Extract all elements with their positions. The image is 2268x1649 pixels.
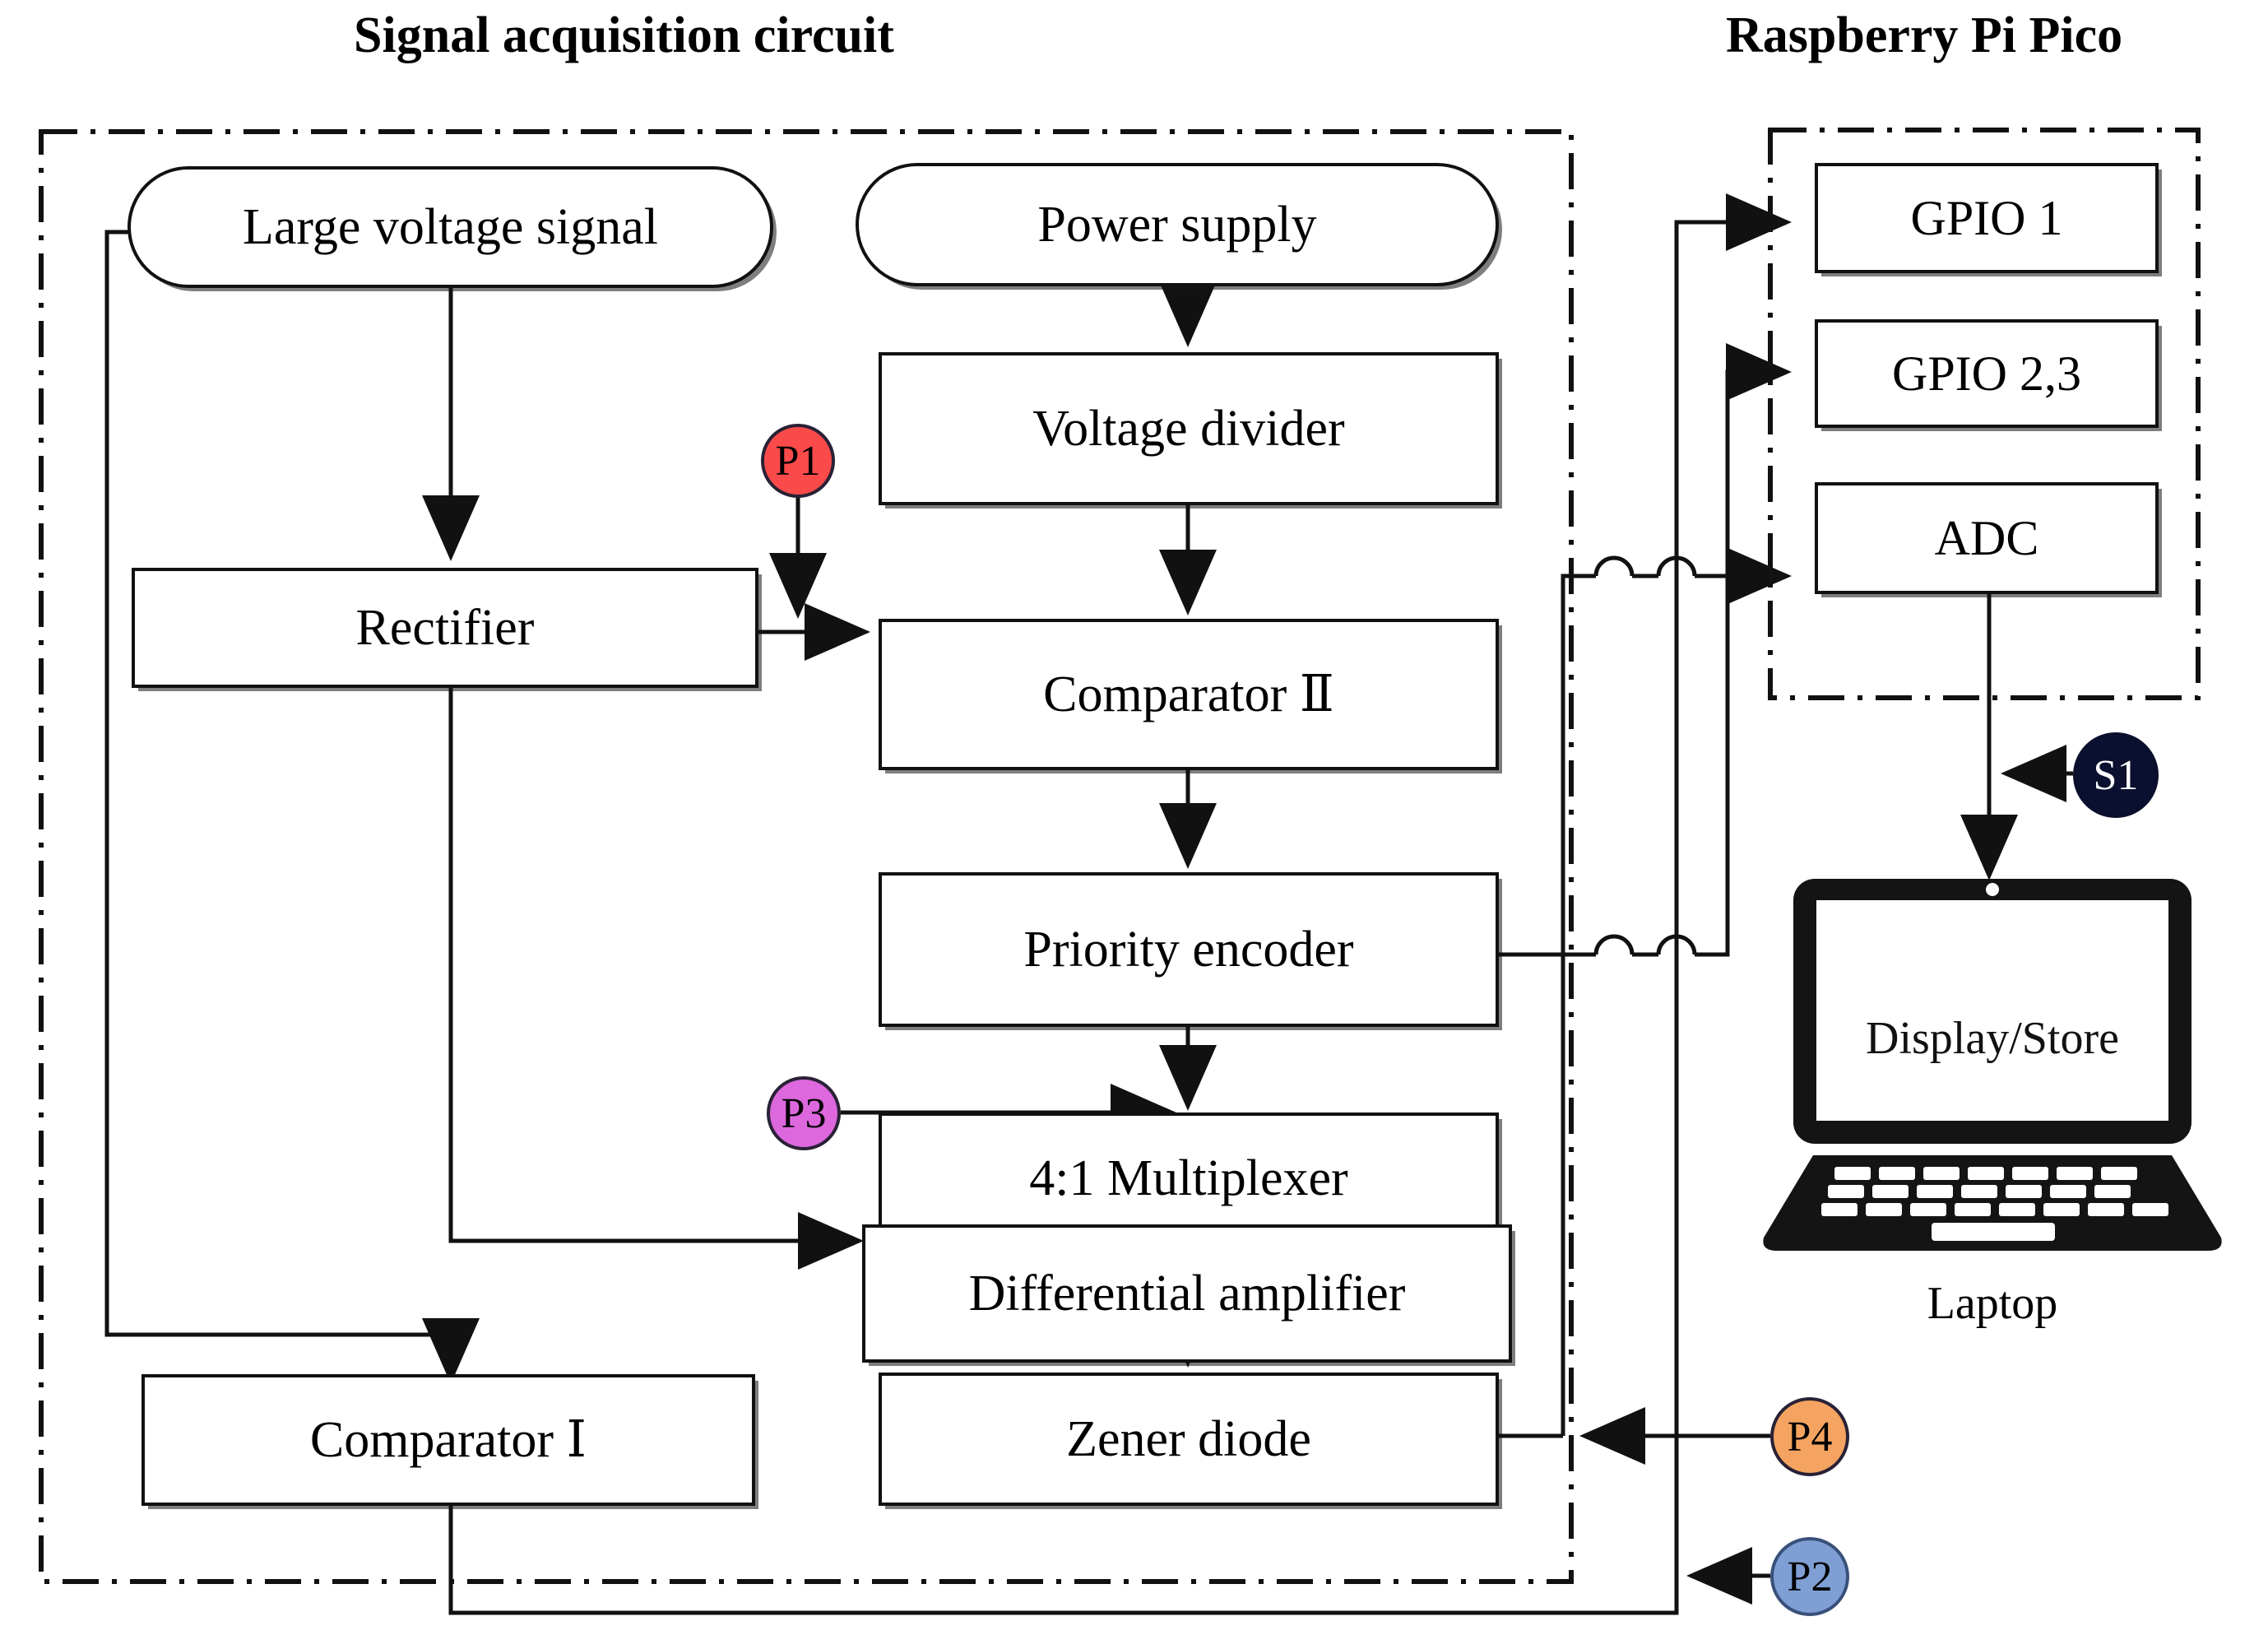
block-adc[interactable]: ADC	[1815, 482, 2159, 594]
block-voltage-divider[interactable]: Voltage divider	[879, 352, 1499, 505]
block-label: Priority encoder	[1023, 922, 1354, 978]
block-gpio-1[interactable]: GPIO 1	[1815, 163, 2159, 273]
block-label: 4:1 Multiplexer	[1029, 1150, 1348, 1206]
block-large-voltage-signal[interactable]: Large voltage signal	[128, 166, 773, 288]
marker-label: P4	[1787, 1413, 1833, 1461]
block-power-supply[interactable]: Power supply	[856, 163, 1499, 286]
block-label: GPIO 2,3	[1891, 346, 2081, 401]
marker-p3[interactable]: P3	[767, 1076, 841, 1150]
marker-label: P3	[781, 1089, 827, 1137]
block-label: Comparator Ⅰ	[309, 1412, 587, 1468]
marker-label: P1	[775, 437, 821, 485]
marker-p2[interactable]: P2	[1770, 1537, 1849, 1616]
laptop-screen-text: Display/Store	[1866, 1013, 2119, 1064]
raspberry-pi-pico-boundary	[1768, 128, 2201, 700]
marker-p4[interactable]: P4	[1770, 1397, 1849, 1476]
signal-acquisition-boundary	[39, 129, 1574, 1584]
block-label: Zener diode	[1066, 1411, 1311, 1467]
block-label: Comparator Ⅱ	[1043, 667, 1334, 722]
raspberry-pi-pico-title: Raspberry Pi Pico	[1726, 7, 2123, 63]
marker-label: P2	[1787, 1553, 1833, 1600]
block-multiplexer[interactable]: 4:1 Multiplexer	[879, 1112, 1499, 1244]
marker-label: S1	[2093, 751, 2139, 799]
block-label: Power supply	[1037, 196, 1317, 253]
marker-p1[interactable]: P1	[761, 424, 835, 498]
block-rectifier[interactable]: Rectifier	[132, 568, 758, 688]
block-label: GPIO 1	[1910, 191, 2063, 245]
marker-s1[interactable]: S1	[2073, 732, 2159, 818]
block-comparator-2[interactable]: Comparator Ⅱ	[879, 619, 1499, 770]
signal-acquisition-title: Signal acquisition circuit	[354, 7, 894, 63]
block-label: Rectifier	[355, 600, 535, 656]
block-label: ADC	[1934, 511, 2039, 565]
block-gpio-2-3[interactable]: GPIO 2,3	[1815, 319, 2159, 428]
block-comparator-1[interactable]: Comparator Ⅰ	[141, 1374, 755, 1506]
laptop-icon	[1763, 879, 2222, 1251]
block-zener-diode[interactable]: Zener diode	[879, 1373, 1499, 1506]
laptop-caption: Laptop	[1927, 1278, 2058, 1329]
block-differential-amplifier[interactable]: Differential amplifier	[862, 1224, 1512, 1363]
block-label: Voltage divider	[1032, 401, 1345, 457]
laptop-illustration	[1746, 879, 2239, 1266]
block-label: Differential amplifier	[968, 1266, 1406, 1322]
block-label: Large voltage signal	[242, 198, 659, 255]
block-priority-encoder[interactable]: Priority encoder	[879, 872, 1499, 1027]
